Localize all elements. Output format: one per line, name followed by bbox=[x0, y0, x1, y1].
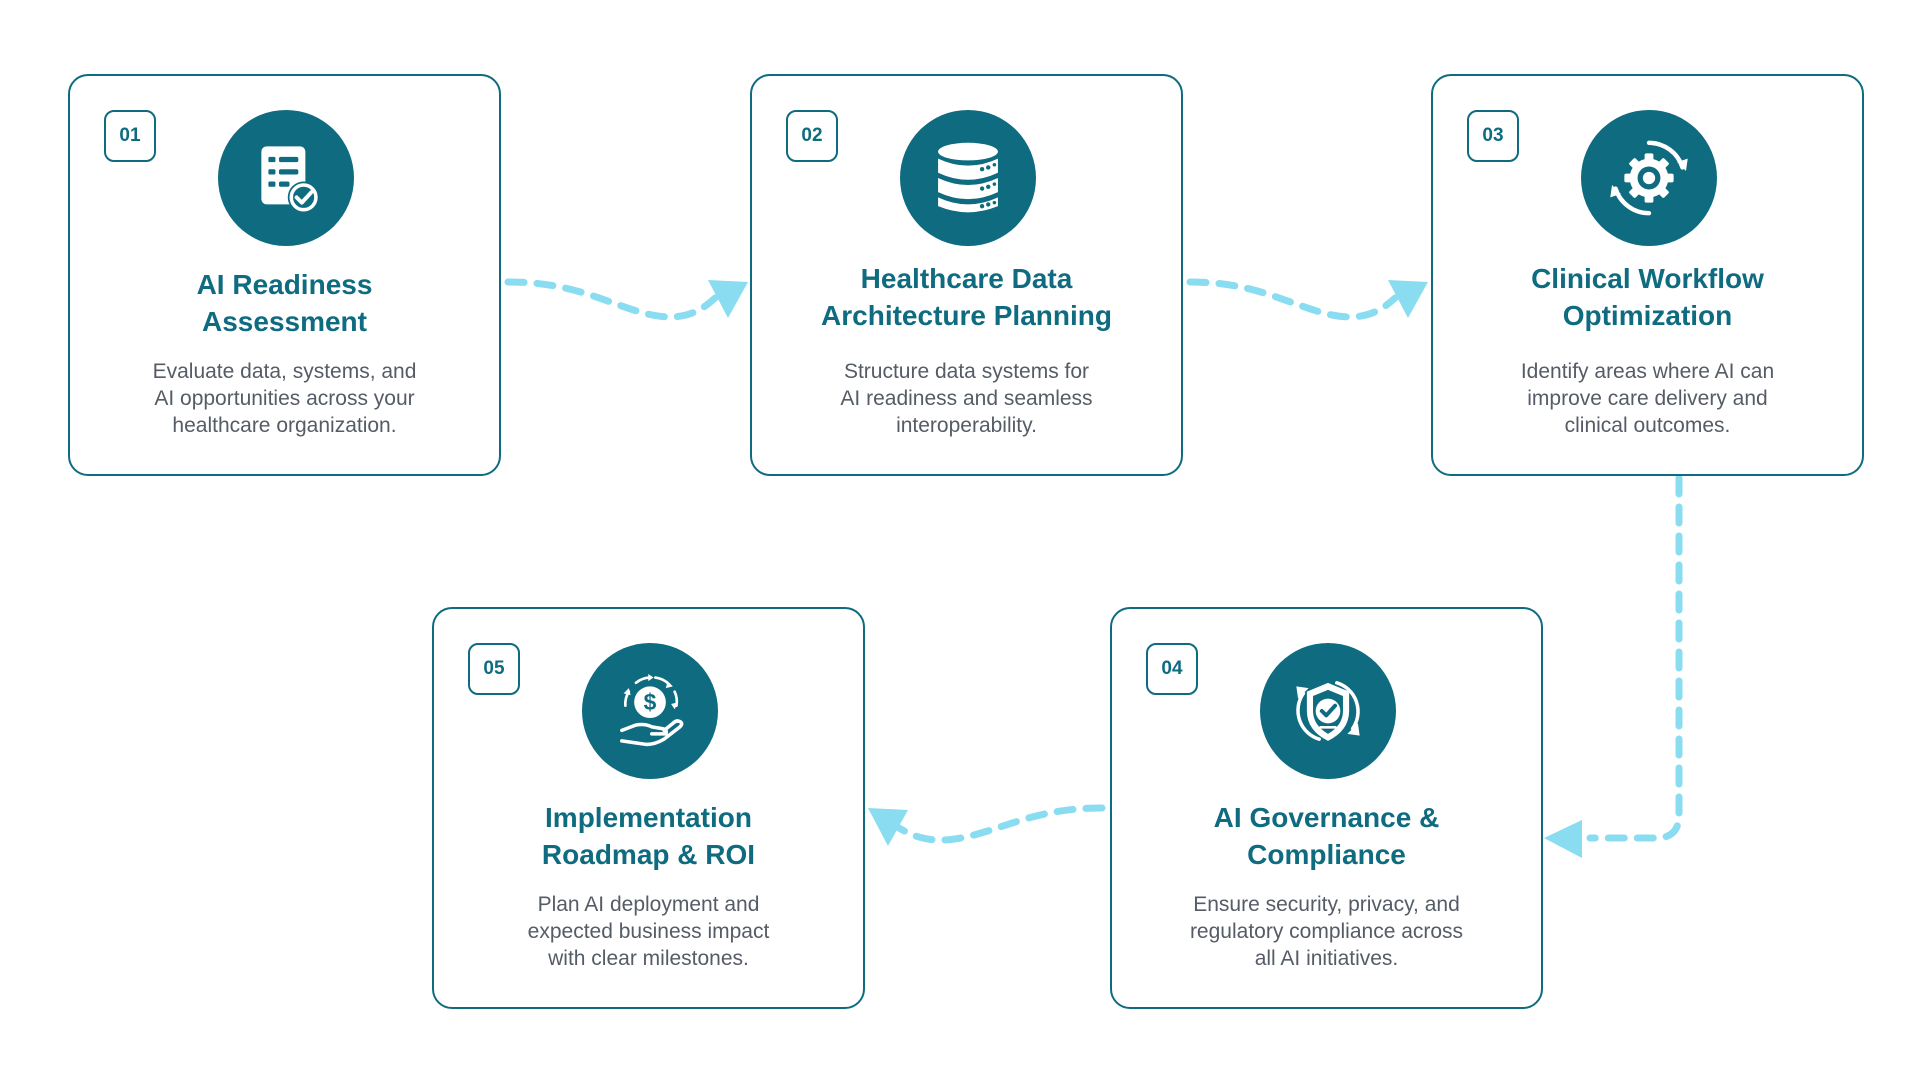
database-icon bbox=[900, 110, 1036, 246]
svg-text:$: $ bbox=[644, 689, 657, 715]
connector-1-2 bbox=[504, 278, 719, 321]
step-number-badge: 05 bbox=[468, 643, 520, 695]
connector-3-4 bbox=[1586, 474, 1683, 842]
step-number-badge: 04 bbox=[1146, 643, 1198, 695]
connector-2-3 bbox=[1186, 278, 1399, 321]
step-description: Plan AI deployment and expected business… bbox=[527, 893, 770, 970]
money-hand-icon: $ bbox=[582, 643, 718, 779]
step-description: Evaluate data, systems, and AI opportuni… bbox=[152, 360, 417, 437]
step-title: AI Governance & Compliance bbox=[1213, 802, 1440, 870]
step-description: Identify areas where AI can improve care… bbox=[1520, 360, 1775, 437]
step-card-5: 05 $ I bbox=[432, 607, 865, 1009]
step-description: Ensure security, privacy, and regulatory… bbox=[1189, 893, 1464, 970]
step-title: Implementation Roadmap & ROI bbox=[541, 802, 756, 870]
step-number-badge: 03 bbox=[1467, 110, 1519, 162]
step-card-4: 04 AI Governance & Compliance Ensure sec… bbox=[1110, 607, 1543, 1009]
arrowhead-1-2 bbox=[708, 280, 748, 318]
step-card-3: 03 bbox=[1431, 74, 1864, 476]
shield-check-icon bbox=[1260, 643, 1396, 779]
connector-4-5 bbox=[886, 804, 1106, 844]
step-card-2: 02 Healthcare Data Architecture Planning… bbox=[750, 74, 1183, 476]
arrowhead-3-4 bbox=[1544, 820, 1582, 858]
step-number-badge: 01 bbox=[104, 110, 156, 162]
step-title: Clinical Workflow Optimization bbox=[1531, 263, 1764, 331]
arrowhead-4-5 bbox=[868, 808, 908, 846]
checklist-icon bbox=[218, 110, 354, 246]
step-number-badge: 02 bbox=[786, 110, 838, 162]
step-card-1: 01 AI Readiness Assessment Evaluate data… bbox=[68, 74, 501, 476]
arrowhead-2-3 bbox=[1388, 280, 1428, 318]
step-title: AI Readiness Assessment bbox=[196, 269, 373, 337]
step-title: Healthcare Data Architecture Planning bbox=[821, 263, 1112, 331]
step-description: Structure data systems for AI readiness … bbox=[840, 360, 1093, 437]
gear-cycle-icon bbox=[1581, 110, 1717, 246]
